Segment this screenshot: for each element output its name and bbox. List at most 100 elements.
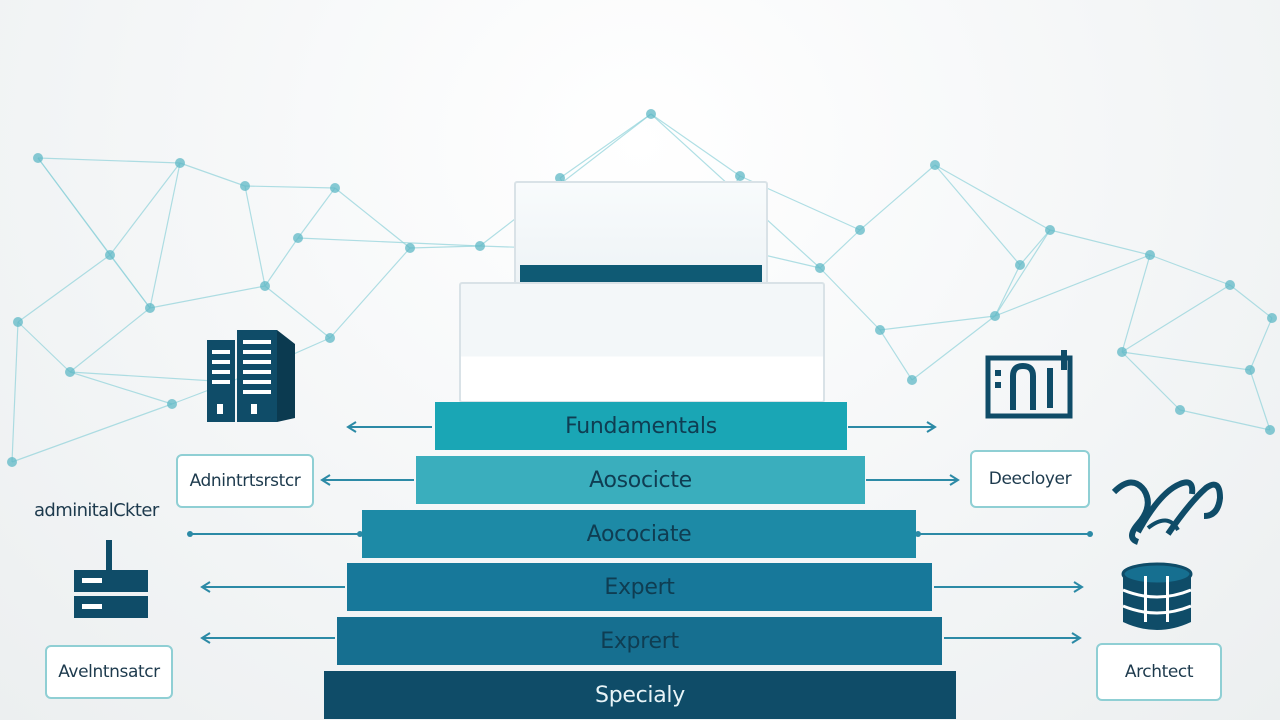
network-edge — [1121, 284, 1231, 353]
network-node — [65, 367, 75, 377]
administrator-label-box: Adnintrtsrstcr — [176, 454, 314, 508]
network-node — [646, 109, 656, 119]
network-node — [1117, 347, 1127, 357]
network-node — [555, 173, 565, 183]
network-node — [1145, 250, 1155, 260]
network-edge — [994, 229, 1051, 317]
network-edge — [934, 164, 1021, 266]
network-edge — [479, 113, 652, 247]
network-edge — [650, 113, 741, 177]
arrow-head — [1071, 632, 1082, 644]
arrow-head — [200, 632, 211, 644]
tier-specialty[interactable]: Specialy — [324, 671, 956, 719]
tier-expert-2[interactable]: Exprert — [337, 617, 942, 665]
network-node — [930, 160, 940, 170]
network-edge — [1229, 284, 1273, 319]
tier-associate-2[interactable]: Aocociate — [362, 510, 916, 558]
network-node — [855, 225, 865, 235]
developer-label-box: Deecloyer — [970, 450, 1090, 508]
network-edge — [37, 157, 181, 164]
arrow-endpoint — [915, 531, 921, 537]
network-edge — [819, 229, 861, 269]
network-edge — [69, 371, 231, 383]
tier-expert-1[interactable]: Expert — [347, 563, 932, 611]
admin-plain-label: adminitalCkter — [34, 500, 159, 521]
network-node — [13, 317, 23, 327]
network-edge — [911, 315, 996, 381]
network-node — [815, 263, 825, 273]
network-edge — [819, 267, 881, 331]
network-edge — [1179, 409, 1271, 431]
network-node — [735, 171, 745, 181]
network-edge — [334, 187, 411, 249]
network-node — [293, 233, 303, 243]
network-node — [990, 311, 1000, 321]
network-edge — [11, 403, 173, 463]
network-edge — [149, 162, 181, 309]
network-edge — [179, 162, 246, 187]
network-node — [33, 153, 43, 163]
network-node — [325, 333, 335, 343]
network-edge — [297, 237, 481, 247]
network-node — [260, 281, 270, 291]
top-card-upper — [514, 181, 768, 285]
network-node — [167, 399, 177, 409]
network-edge — [264, 285, 331, 339]
network-edge — [1121, 254, 1151, 353]
network-edge — [11, 321, 19, 463]
arrow-head — [200, 581, 211, 593]
arrow-head — [1073, 581, 1084, 593]
network-edge — [244, 185, 266, 287]
network-edge — [1249, 317, 1273, 371]
network-edge — [17, 254, 111, 323]
tier-label: Aocociate — [586, 521, 692, 547]
network-node — [330, 183, 340, 193]
network-edge — [879, 315, 996, 331]
admin-bottom-label-box: Avelntnsatcr — [45, 645, 173, 699]
network-node — [1225, 280, 1235, 290]
network-edge — [37, 157, 151, 309]
tier-label: Aosocicte — [589, 467, 692, 493]
network-edge — [879, 329, 913, 381]
network-edge — [994, 264, 1021, 317]
network-edge — [244, 185, 336, 189]
network-node — [907, 375, 917, 385]
network-device-icon — [72, 540, 150, 625]
network-edge — [859, 164, 936, 231]
tier-label: Expert — [604, 574, 675, 600]
arrow-endpoint — [187, 531, 193, 537]
network-node — [1245, 365, 1255, 375]
network-node — [1045, 225, 1055, 235]
top-card-lower — [459, 282, 825, 403]
network-edge — [109, 162, 181, 256]
network-node — [875, 325, 885, 335]
arrow-head — [949, 474, 960, 486]
network-edge — [1149, 254, 1231, 286]
network-edge — [264, 237, 299, 287]
abstract-swirl-icon — [1108, 472, 1228, 553]
network-node — [105, 250, 115, 260]
arrow-endpoint — [357, 531, 363, 537]
network-node — [175, 158, 185, 168]
tier-associate-1[interactable]: Aosocicte — [416, 456, 865, 504]
network-edge — [934, 164, 1051, 231]
network-node — [1015, 260, 1025, 270]
network-edge — [1121, 351, 1251, 371]
arrow-head — [346, 421, 357, 433]
server-rack-icon — [205, 326, 297, 429]
network-node — [475, 241, 485, 251]
network-edge — [1249, 369, 1271, 431]
arrow-head — [320, 474, 331, 486]
tier-label: Specialy — [595, 682, 685, 708]
code-window-icon — [985, 350, 1077, 427]
network-edge — [1049, 229, 1151, 256]
network-edge — [409, 245, 481, 249]
network-node — [240, 181, 250, 191]
top-card-accent-bar — [520, 265, 762, 283]
network-edge — [17, 321, 71, 373]
network-edge — [1019, 229, 1051, 266]
network-node — [7, 457, 17, 467]
tier-fundamentals[interactable]: Fundamentals — [435, 402, 847, 450]
network-node — [145, 303, 155, 313]
